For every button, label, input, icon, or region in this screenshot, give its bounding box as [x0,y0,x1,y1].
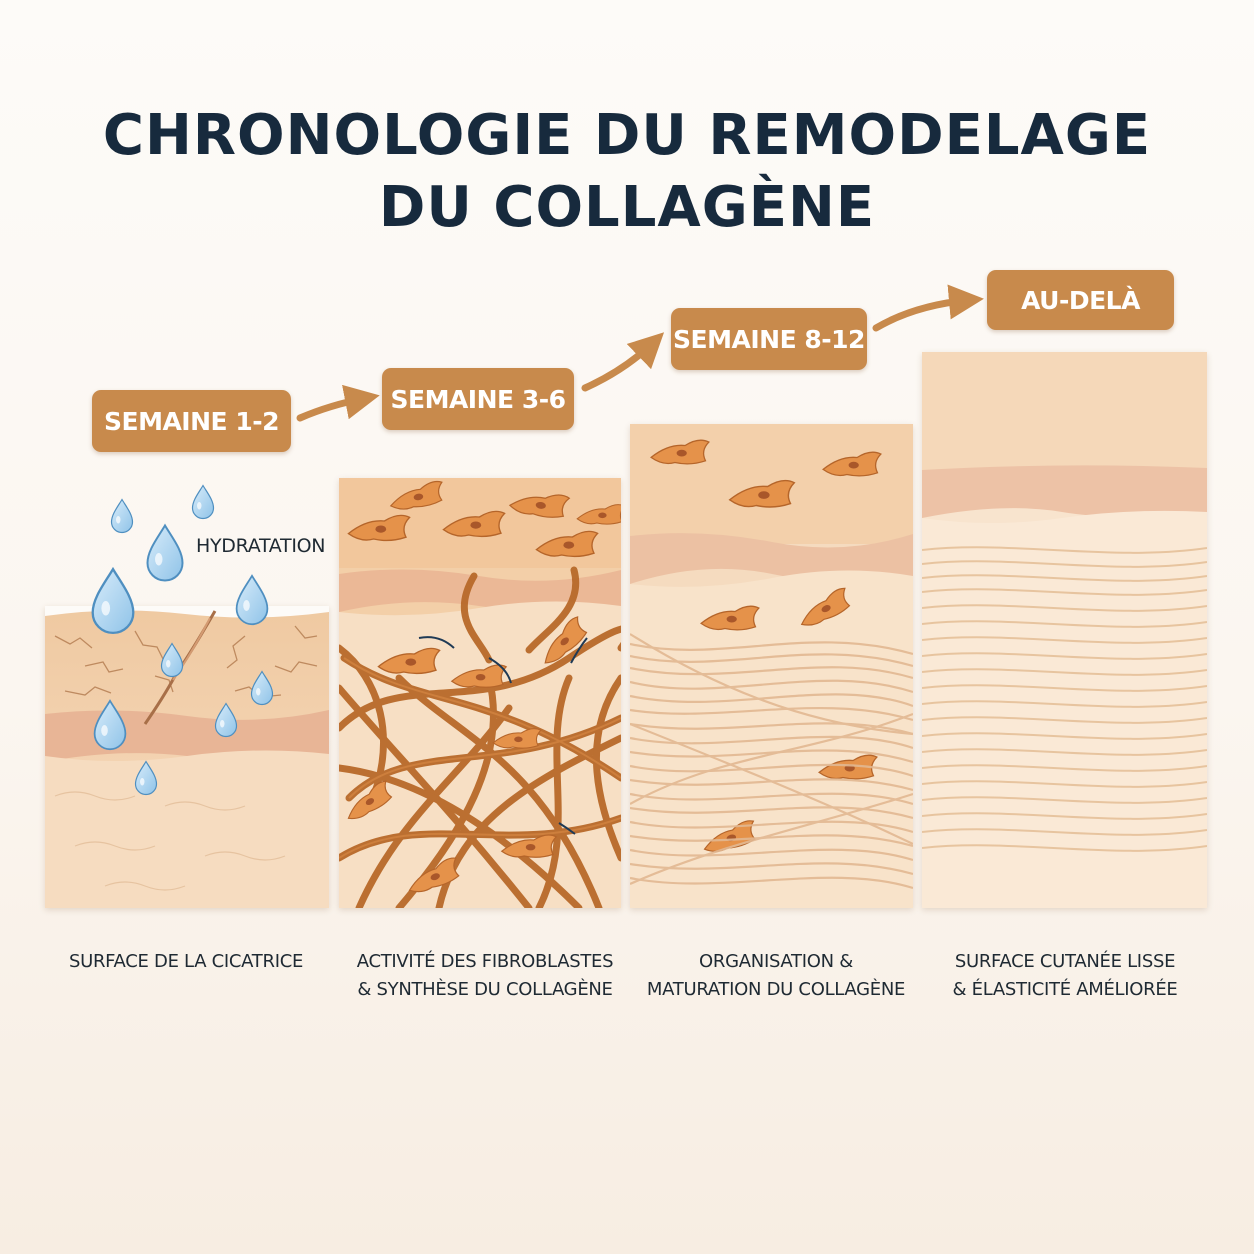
droplet-icon [136,762,157,795]
stage-badge-week-8-12: SEMAINE 8-12 [671,308,867,370]
hydration-label: HYDRATATION [196,535,325,557]
caption-stage-2-line-2: & SYNTHÈSE DU COLLAGÈNE [340,976,630,1004]
droplet-icon [193,486,214,519]
caption-stage-3-line-1: ORGANISATION & [631,948,921,976]
droplet-icon [95,701,126,749]
caption-stage-4: SURFACE CUTANÉE LISSE & ÉLASTICITÉ AMÉLI… [920,948,1210,1004]
arrow-3-to-4 [876,300,970,328]
panel-fibroblast-activity [339,478,621,908]
caption-stage-3: ORGANISATION & MATURATION DU COLLAGÈNE [631,948,921,1004]
arrow-2-to-3 [585,342,654,388]
droplet-icon [112,500,133,533]
caption-stage-3-line-2: MATURATION DU COLLAGÈNE [631,976,921,1004]
panel-smooth-skin [922,352,1207,908]
caption-stage-2-line-1: ACTIVITÉ DES FIBROBLASTES [340,948,630,976]
droplet-icon [237,576,268,624]
stage-badge-beyond: AU-DELÀ [987,270,1174,330]
droplet-icon [162,644,183,677]
droplet-icon [216,704,237,737]
stage-badge-week-3-6: SEMAINE 3-6 [382,368,574,430]
caption-stage-2: ACTIVITÉ DES FIBROBLASTES & SYNTHÈSE DU … [340,948,630,1004]
droplet-icon [252,672,273,705]
caption-stage-4-line-1: SURFACE CUTANÉE LISSE [920,948,1210,976]
caption-stage-4-line-2: & ÉLASTICITÉ AMÉLIORÉE [920,976,1210,1004]
caption-stage-1: SURFACE DE LA CICATRICE [41,948,331,976]
droplet-icon [93,569,134,633]
hydration-droplets [0,0,340,820]
caption-stage-1-line-1: SURFACE DE LA CICATRICE [41,948,331,976]
panel-collagen-organisation [630,424,913,908]
droplet-icon [148,526,183,581]
